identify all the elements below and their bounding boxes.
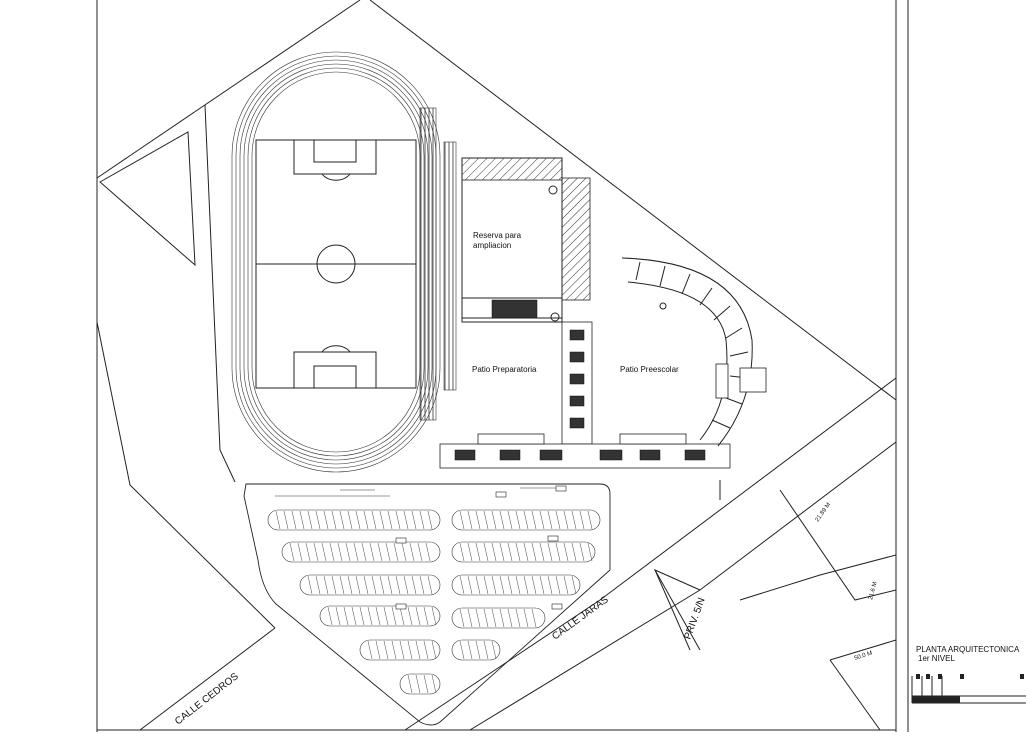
reserve-label-line2: ampliacion: [473, 241, 511, 250]
drawing-subtitle: 1er NIVEL: [918, 654, 955, 663]
roads-and-boundaries: [96, 0, 897, 731]
preschool-curved-wing: [621, 257, 767, 447]
dimension-lower: 50.0 M: [854, 651, 873, 662]
parking-lot: [243, 483, 611, 726]
reserve-label-line1: Reserva para: [473, 231, 522, 240]
dimension-upper: 21.89 M: [815, 502, 832, 523]
soccer-field: [255, 139, 417, 389]
patio-preescolar-label: Patio Preescolar: [620, 365, 679, 374]
sheet-frame: [96, 0, 909, 732]
priv-label: PRIV. 5/N: [682, 596, 707, 641]
patio-preparatoria-label: Patio Preparatoria: [472, 365, 537, 374]
classroom-wing-central: [439, 321, 731, 469]
dimension-mid: 21.6 M: [868, 581, 879, 600]
title-block: PLANTA ARQUITECTONICA 1er NIVEL: [911, 645, 1026, 704]
drawing-title: PLANTA ARQUITECTONICA: [916, 645, 1020, 654]
reserve-area: [461, 157, 591, 323]
running-track: [231, 51, 457, 473]
calle-jaras-label: CALLE JARAS: [550, 594, 611, 642]
